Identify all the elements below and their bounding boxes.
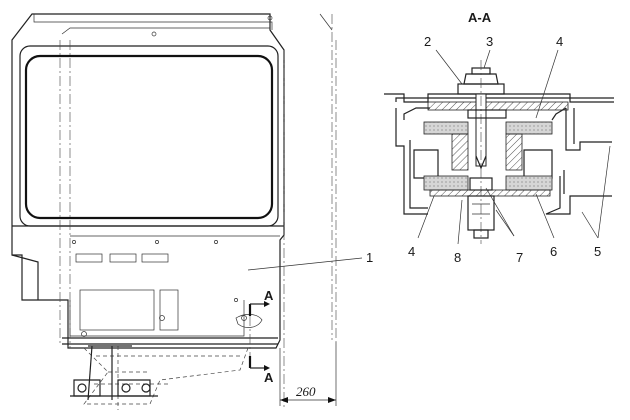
leader-7a — [485, 187, 515, 237]
callout-1: 1 — [366, 250, 373, 265]
leader-7b — [495, 209, 515, 237]
cab-view: А А 260 — [11, 13, 363, 410]
dimension-260: 260 — [279, 342, 337, 406]
leader-2 — [435, 49, 463, 85]
section-aa: А-А — [366, 10, 614, 265]
leader-6 — [535, 193, 555, 239]
callout-4-bottom: 4 — [408, 244, 415, 259]
section-label-bottom: А — [264, 370, 274, 385]
callout-7: 7 — [516, 250, 523, 265]
leader-4-bottom — [417, 195, 435, 239]
section-marker-top: А — [248, 288, 274, 316]
leader-5a — [597, 145, 611, 239]
callout-2: 2 — [424, 34, 431, 49]
callout-5: 5 — [594, 244, 601, 259]
callout-3: 3 — [486, 34, 493, 49]
callout-6: 6 — [550, 244, 557, 259]
leader-8 — [457, 199, 463, 245]
callout-4-top: 4 — [556, 34, 563, 49]
leader-3 — [483, 49, 491, 69]
leader-5b — [581, 211, 599, 239]
section-title: А-А — [468, 10, 492, 25]
dimension-label: 260 — [296, 384, 316, 399]
section-marker-bottom: А — [248, 356, 274, 385]
callout-8: 8 — [454, 250, 461, 265]
leader-4-top — [535, 49, 559, 119]
section-label-top: А — [264, 288, 274, 303]
